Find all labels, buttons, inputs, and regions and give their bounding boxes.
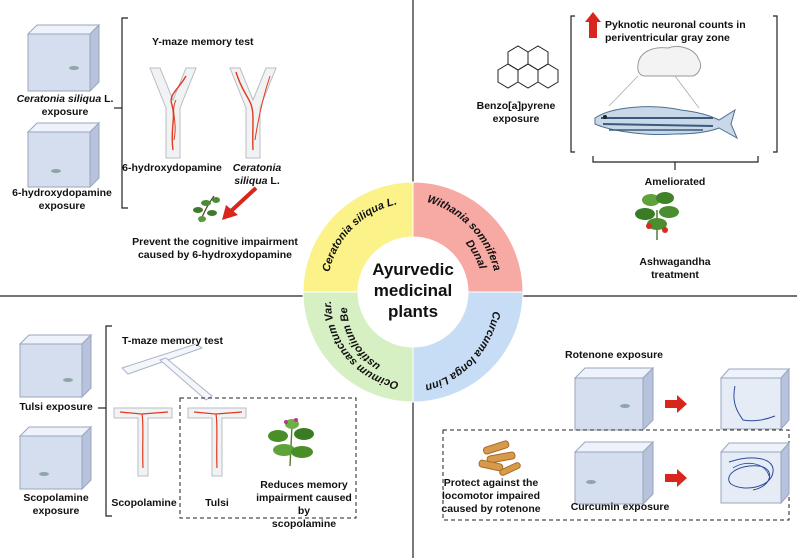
y-maze-ceratonia xyxy=(229,67,277,159)
fish-icon xyxy=(620,404,630,408)
y-maze1-label: 6-hydroxydopamine xyxy=(122,162,222,174)
center-title-2: medicinal xyxy=(374,281,452,300)
t-maze-3d-icon xyxy=(121,343,213,401)
bracket xyxy=(121,17,128,209)
red-arrow-right-icon xyxy=(665,469,687,487)
tulsi-plant-icon xyxy=(268,418,314,467)
rotenone-label: Rotenone exposure xyxy=(565,349,664,361)
ceratonia-plant-icon xyxy=(193,195,220,223)
fish-icon xyxy=(63,378,73,382)
tulsi-dashed-box xyxy=(179,397,357,519)
q3-graphics xyxy=(18,325,357,519)
tank-ceratonia xyxy=(26,23,101,93)
tank-curcumin xyxy=(573,440,655,506)
center-disc xyxy=(358,237,468,347)
center-title-3: plants xyxy=(388,302,438,321)
tank-tulsi xyxy=(18,333,93,399)
t-maze1-label: Scopolamine xyxy=(111,497,177,509)
y-maze-6ohda xyxy=(149,67,197,159)
fish-icon xyxy=(39,472,49,476)
tank-scopolamine xyxy=(18,425,93,491)
brain-icon xyxy=(608,46,702,109)
fish-icon xyxy=(51,169,61,173)
fish-icon xyxy=(69,66,79,70)
ashwagandha-plant-icon xyxy=(635,192,679,240)
tank-trace-rotenone xyxy=(719,367,791,431)
t-maze-tulsi xyxy=(187,407,247,477)
fish-icon xyxy=(586,480,596,484)
t-maze-title: T-maze memory test xyxy=(122,335,223,347)
zebrafish-icon xyxy=(594,106,739,140)
turmeric-root-icon xyxy=(478,440,521,476)
q4-graphics xyxy=(442,366,791,521)
q1-graphics xyxy=(26,17,277,223)
tank-trace-curcumin xyxy=(719,441,791,505)
tank-6ohda xyxy=(26,121,101,189)
tank1-label: Ceratonia siliqua L. exposure xyxy=(16,93,114,118)
ameliorated-label: Ameliorated xyxy=(644,176,706,188)
red-arrow-icon xyxy=(222,186,258,220)
t-maze2-label: Tulsi xyxy=(205,497,229,509)
red-arrow-right-icon xyxy=(665,395,687,413)
center-title-1: Ayurvedic xyxy=(372,260,454,279)
tank-rotenone xyxy=(573,366,655,432)
t-maze-scopolamine xyxy=(113,407,173,477)
red-up-arrow-icon xyxy=(585,12,601,38)
curcumin-dashed-box xyxy=(442,429,790,521)
curcumin-label: Curcumin exposure xyxy=(570,501,670,513)
y-maze-title: Y-maze memory test xyxy=(152,36,254,48)
tulsi-exposure-label: Tulsi exposure xyxy=(19,401,93,413)
benzopyrene-structure-icon xyxy=(497,45,559,89)
q2-graphics xyxy=(497,12,778,240)
